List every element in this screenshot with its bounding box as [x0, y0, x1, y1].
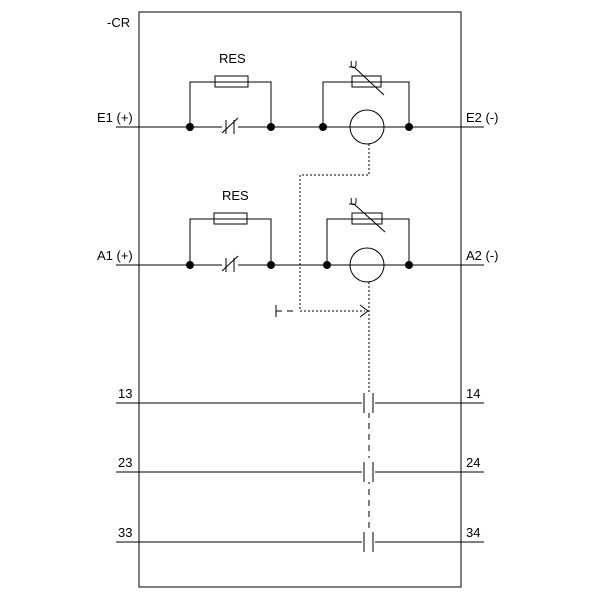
coil-bypass-wire-top — [322, 81, 410, 127]
contact-33-34 — [116, 532, 484, 552]
terminal-34: 34 — [466, 525, 480, 540]
linkage-arrow — [359, 304, 369, 318]
terminal-a2: A2 (-) — [466, 248, 499, 263]
u-label-bottom: U — [350, 197, 357, 208]
nc-contact-bottom — [221, 255, 239, 272]
junction-dot — [186, 123, 194, 131]
junction-dot — [405, 123, 413, 131]
terminal-e1: E1 (+) — [97, 110, 133, 125]
resistor-res-bottom — [213, 212, 248, 225]
junction-dot — [405, 261, 413, 269]
res-bypass-wire-bottom — [189, 218, 272, 265]
coil-bottom — [349, 247, 385, 283]
terminal-33: 33 — [118, 525, 132, 540]
junction-dot — [323, 261, 331, 269]
resistor-res-top — [214, 75, 249, 88]
res-bypass-wire-top — [189, 81, 272, 127]
linkage-e-coil — [299, 144, 370, 312]
u-label-top: U — [350, 60, 357, 71]
res-label-bottom: RES — [222, 188, 249, 203]
mechanical-linkage — [275, 144, 370, 528]
device-enclosure — [138, 11, 462, 588]
varistor-slash-top — [349, 66, 385, 96]
nc-contact-top — [221, 117, 239, 134]
e-circuit: RES U — [116, 51, 484, 145]
terminal-a1: A1 (+) — [97, 248, 133, 263]
device-tag: -CR — [107, 15, 130, 30]
coil-top — [349, 109, 385, 145]
junction-dot — [319, 123, 327, 131]
junction-dot — [186, 261, 194, 269]
terminal-e2: E2 (-) — [466, 110, 499, 125]
terminal-24: 24 — [466, 455, 480, 470]
varistor-bottom — [351, 212, 383, 225]
a-circuit: RES U — [116, 188, 484, 283]
junction-dot — [267, 261, 275, 269]
junction-dot — [267, 123, 275, 131]
varistor-top — [351, 75, 382, 88]
contact-13-14 — [116, 393, 484, 413]
res-label-top: RES — [219, 51, 246, 66]
coil-bypass-wire-bottom — [326, 218, 410, 265]
terminal-14: 14 — [466, 386, 480, 401]
varistor-slash-bottom — [349, 203, 386, 233]
contact-23-24 — [116, 462, 484, 482]
terminal-13: 13 — [118, 386, 132, 401]
terminal-23: 23 — [118, 455, 132, 470]
